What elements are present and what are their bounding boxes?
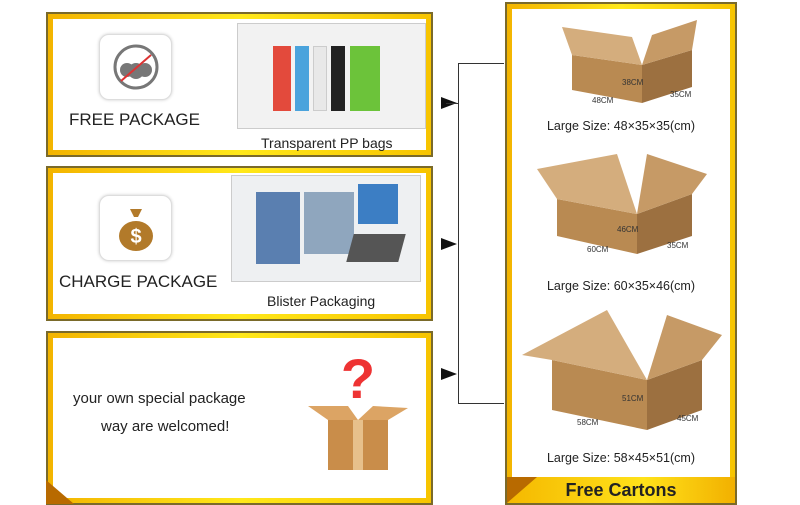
question-box-icon: ?: [308, 348, 408, 470]
carton-small: 38CM 48CM 35CM: [552, 15, 702, 105]
carton-size-1: Large Size: 48×35×35(cm): [546, 119, 695, 133]
arrow-icon: [441, 368, 457, 380]
pp-bags-caption: Transparent PP bags: [261, 135, 393, 151]
svg-text:60CM: 60CM: [587, 245, 609, 254]
svg-text:?: ?: [341, 348, 375, 410]
free-package-label: FREE PACKAGE: [69, 110, 200, 129]
no-money-bags-icon: [99, 34, 172, 100]
connector-vertical: [458, 63, 459, 404]
charge-package-label: CHARGE PACKAGE: [59, 272, 218, 291]
connector-top: [458, 63, 504, 64]
carton-size-3: Large Size: 58×45×51(cm): [546, 451, 695, 465]
money-bag-icon: $: [99, 195, 172, 261]
free-cartons-title: Free Cartons: [507, 477, 735, 503]
carton-size-2: Large Size: 60×35×46(cm): [546, 279, 695, 293]
arrow-icon: [441, 238, 457, 250]
svg-text:46CM: 46CM: [617, 225, 639, 234]
charge-package-panel: $ CHARGE PACKAGE Blister Packaging: [46, 166, 433, 321]
blister-caption: Blister Packaging: [267, 293, 376, 309]
svg-text:38CM: 38CM: [622, 78, 644, 87]
svg-text:$: $: [130, 226, 141, 248]
arrow-stem: [446, 103, 458, 104]
free-cartons-panel: 38CM 48CM 35CM Large Size: 48×35×35(cm) 46…: [505, 2, 737, 505]
pp-bags-image: [237, 23, 426, 129]
corner-decoration: [507, 477, 537, 503]
carton-medium: 46CM 60CM 35CM: [527, 144, 717, 254]
corner-decoration: [46, 480, 74, 504]
free-cartons-label: Free Cartons: [565, 480, 677, 500]
svg-text:48CM: 48CM: [592, 96, 614, 105]
carton-large: 51CM 58CM 45CM: [517, 305, 727, 435]
svg-text:58CM: 58CM: [577, 418, 599, 427]
svg-text:51CM: 51CM: [622, 394, 644, 403]
blister-packaging-image: [231, 175, 421, 282]
custom-package-panel: your own special package way are welcome…: [46, 331, 433, 505]
svg-text:35CM: 35CM: [667, 241, 689, 250]
svg-text:45CM: 45CM: [677, 414, 699, 423]
svg-text:35CM: 35CM: [670, 90, 692, 99]
free-package-panel: FREE PACKAGE Transparent PP bags: [46, 12, 433, 157]
custom-package-line2: way are welcomed!: [101, 418, 230, 435]
custom-package-line1: your own special package: [73, 390, 246, 407]
connector-bottom: [458, 403, 504, 404]
